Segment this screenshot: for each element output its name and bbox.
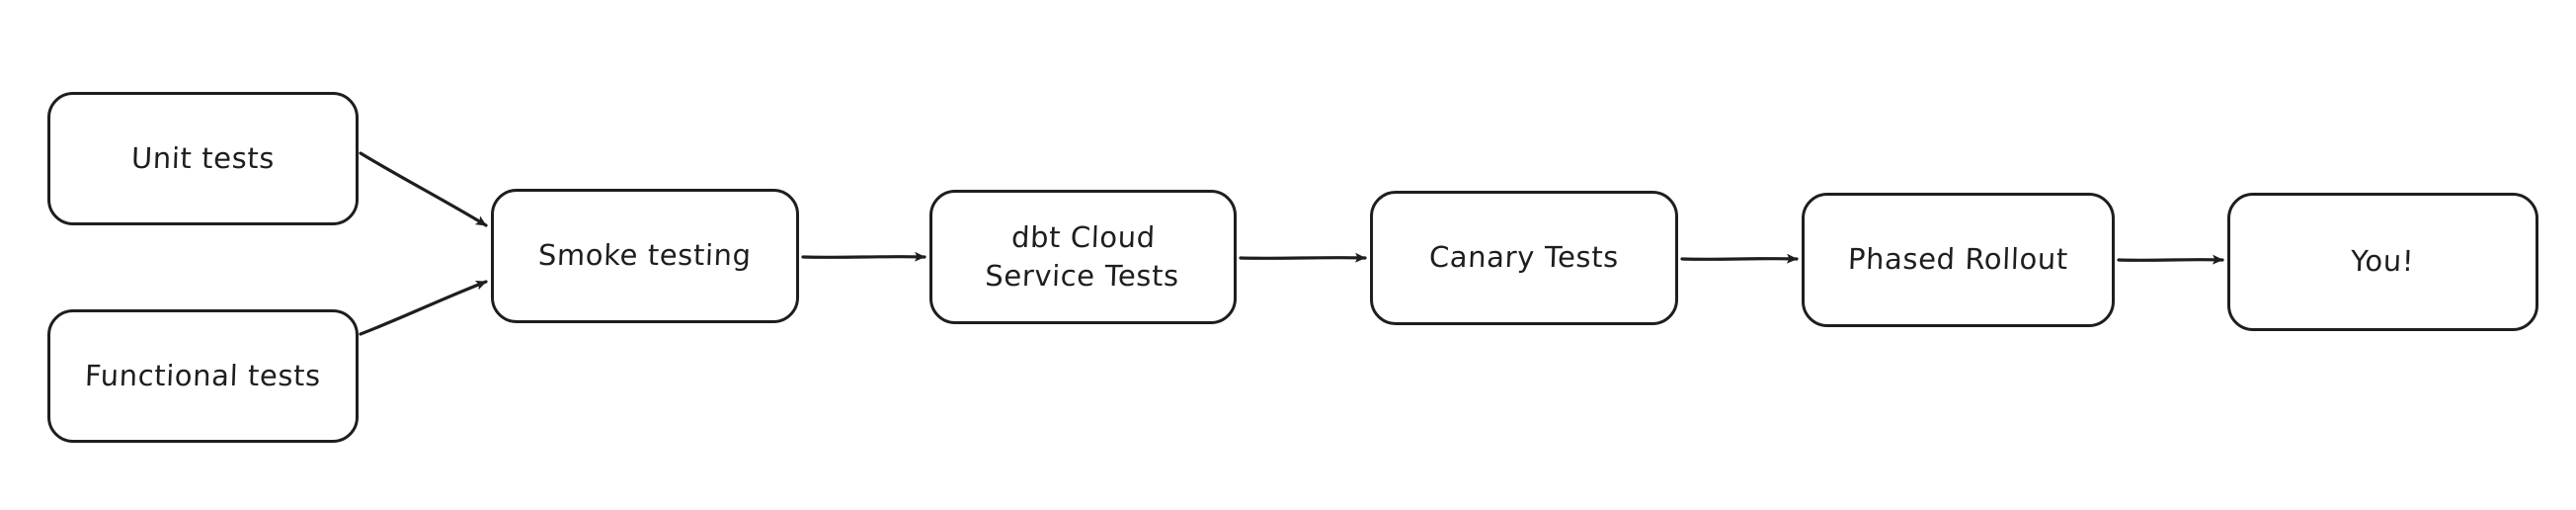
node-dbt-cloud-service-tests[interactable]: dbt Cloud Service Tests	[929, 190, 1237, 324]
edge-unit-to-smoke	[359, 151, 488, 227]
node-functional-tests[interactable]: Functional tests	[47, 309, 359, 443]
edge-smoke-to-dbt	[801, 251, 926, 262]
node-unit-tests[interactable]: Unit tests	[47, 92, 359, 225]
node-label: Functional tests	[84, 358, 322, 392]
node-label: Phased Rollout	[1847, 242, 2069, 277]
node-label: You!	[2350, 244, 2416, 279]
node-you[interactable]: You!	[2227, 193, 2538, 331]
node-label: Smoke testing	[537, 238, 753, 273]
edge-dbt-to-canary	[1239, 252, 1367, 263]
node-canary-tests[interactable]: Canary Tests	[1370, 191, 1678, 325]
node-smoke-testing[interactable]: Smoke testing	[491, 189, 799, 323]
edge-canary-to-phased	[1680, 253, 1799, 264]
edge-phased-to-you	[2117, 254, 2224, 265]
node-phased-rollout[interactable]: Phased Rollout	[1802, 193, 2115, 327]
edge-functional-to-smoke	[359, 280, 488, 336]
node-label: Unit tests	[130, 140, 276, 175]
node-label: Canary Tests	[1428, 240, 1620, 275]
node-label: dbt Cloud Service Tests	[985, 219, 1180, 293]
